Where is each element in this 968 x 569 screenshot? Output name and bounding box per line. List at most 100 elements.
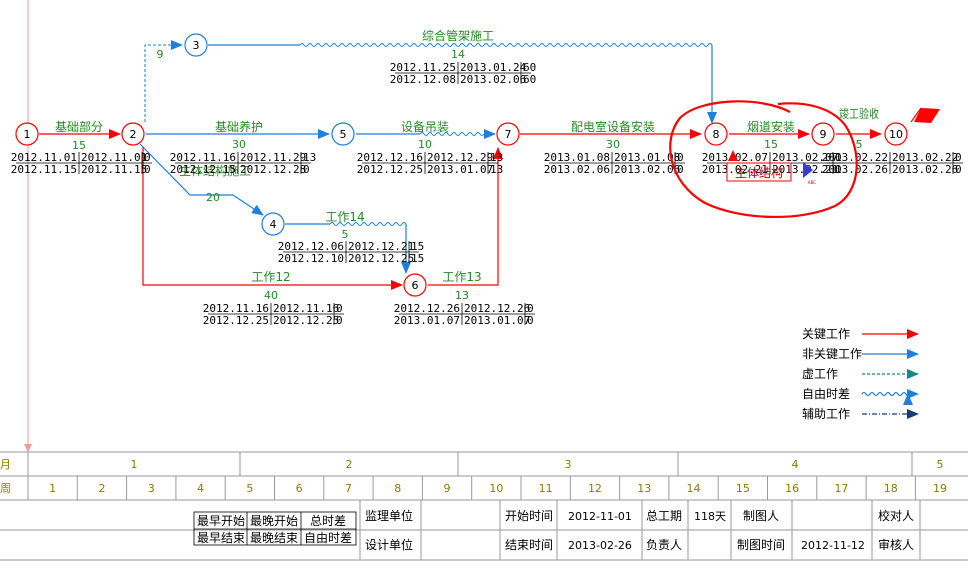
- date-a57-es: 2012.12.16: [357, 151, 423, 164]
- float-a89-ff: 0: [835, 163, 842, 176]
- week-1: 1: [49, 482, 56, 495]
- arrow-2-3-dummy[interactable]: [144, 40, 183, 122]
- date-a38-ef: 2012.12.08: [390, 73, 456, 86]
- reviewer-label: 审核人: [878, 537, 914, 552]
- date-a12-es: 2012.11.01: [11, 151, 77, 164]
- month-1: 1: [131, 458, 138, 471]
- end-time-value: 2013-02-26: [568, 539, 632, 552]
- node-5-label: 5: [340, 128, 347, 141]
- node-6[interactable]: 6: [403, 273, 427, 297]
- week-5: 5: [246, 482, 253, 495]
- owner-label: 负责人: [646, 538, 682, 552]
- date-a67-ef: 2013.01.07: [394, 314, 460, 327]
- total-duration-label: 总工期: [646, 509, 682, 523]
- duration-6-7: 13: [455, 289, 469, 302]
- date-a38-lf: 2013.02.06: [460, 73, 526, 86]
- month-5: 5: [937, 458, 944, 471]
- date-a26-ef: 2012.12.25: [203, 314, 269, 327]
- float-a57-ff: 13: [490, 163, 503, 176]
- week-18: 18: [884, 482, 898, 495]
- activity-label-3-8: 综合管架施工: [422, 28, 494, 43]
- float-a25-ff: 0: [303, 163, 310, 176]
- key-earliest-finish: 最早结束: [197, 531, 245, 545]
- date-a12-ef: 2012.11.15: [11, 163, 77, 176]
- date-a78-ls: 2013.01.08: [614, 151, 680, 164]
- date-a910-es: 2013.02.22: [822, 151, 888, 164]
- activity-label-2-5: 基础养护: [215, 119, 263, 134]
- arrow-2-6[interactable]: [142, 147, 403, 290]
- duration-9-10: 5: [856, 138, 863, 151]
- date-a67-es: 2012.12.26: [394, 302, 460, 315]
- float-a12-ff: 0: [144, 163, 151, 176]
- activity-label-1-2: 基础部分: [55, 119, 103, 134]
- week-15: 15: [736, 482, 750, 495]
- date-a38-ls: 2013.01.24: [460, 61, 527, 74]
- date-a46-lf: 2012.12.25: [348, 252, 414, 265]
- duration-3-8: 14: [451, 48, 465, 61]
- activity-label-8-9: 烟道安装: [747, 119, 795, 134]
- node-10-label: 10: [889, 128, 903, 141]
- node-5[interactable]: 5: [331, 122, 355, 146]
- key-latest-finish: 最晚结束: [250, 531, 298, 545]
- week-8: 8: [394, 482, 401, 495]
- end-time-label: 结束时间: [505, 538, 553, 552]
- node-7[interactable]: 7: [496, 122, 520, 146]
- week-7: 7: [345, 482, 352, 495]
- week-17: 17: [834, 482, 848, 495]
- float-a26-ff: 0: [336, 314, 343, 327]
- arrow-2-4[interactable]: [139, 143, 264, 216]
- date-a910-lf: 2013.02.26: [892, 163, 958, 176]
- float-a46-ff: 15: [411, 252, 424, 265]
- float-a78-ff: 0: [677, 163, 684, 176]
- week-10: 10: [489, 482, 503, 495]
- node-3[interactable]: 3: [184, 33, 208, 57]
- arrow-5-7-free-float: [419, 132, 485, 136]
- week-4: 4: [197, 482, 204, 495]
- float-a67-tf: 0: [527, 302, 534, 315]
- tiny-caption: ABC: [808, 180, 816, 185]
- float-a910-tf: 0: [955, 151, 962, 164]
- float-a25-tf: 13: [303, 151, 316, 164]
- date-a26-lf: 2012.12.25: [273, 314, 339, 327]
- supervision-label: 监理单位: [365, 508, 413, 523]
- key-earliest-start: 最早开始: [197, 514, 245, 528]
- float-a57-tf: 13: [490, 151, 503, 164]
- float-a78-tf: 0: [677, 151, 684, 164]
- float-a26-tf: 0: [336, 302, 343, 315]
- node-8-label: 8: [713, 128, 720, 141]
- week-row-label: 周: [0, 482, 11, 495]
- date-a67-lf: 2013.01.07: [464, 314, 530, 327]
- duration-1-2: 15: [72, 139, 86, 152]
- float-a46-tf: 15: [411, 240, 424, 253]
- finish-flag-icon: [914, 108, 940, 123]
- date-a46-es: 2012.12.06: [278, 240, 344, 253]
- float-a38-tf: 60: [523, 61, 536, 74]
- duration-2-4: 20: [206, 191, 220, 204]
- node-8[interactable]: 8: [704, 122, 728, 146]
- drag-handle-icon[interactable]: [803, 162, 813, 178]
- date-a46-ls: 2012.12.21: [348, 240, 414, 253]
- node-10[interactable]: 10: [884, 122, 908, 146]
- node-4[interactable]: 4: [261, 212, 285, 236]
- node-9-label: 9: [820, 128, 827, 141]
- duration-7-8: 30: [606, 138, 620, 151]
- duration-5-7: 10: [418, 138, 432, 151]
- node-3-label: 3: [193, 39, 200, 52]
- week-11: 11: [539, 482, 553, 495]
- legend-line-3: [861, 391, 913, 406]
- arrow-6-7[interactable]: [428, 147, 503, 286]
- key-total-float: 总时差: [310, 514, 346, 528]
- drawer-label: 制图人: [743, 509, 779, 523]
- activity-label-2-4: 主体结构施工: [179, 163, 251, 178]
- finish-flag-pole: [910, 107, 922, 123]
- node-2[interactable]: 2: [121, 122, 145, 146]
- node-1[interactable]: 1: [15, 122, 39, 146]
- duration-2-5: 30: [232, 138, 246, 151]
- node-9[interactable]: 9: [811, 122, 835, 146]
